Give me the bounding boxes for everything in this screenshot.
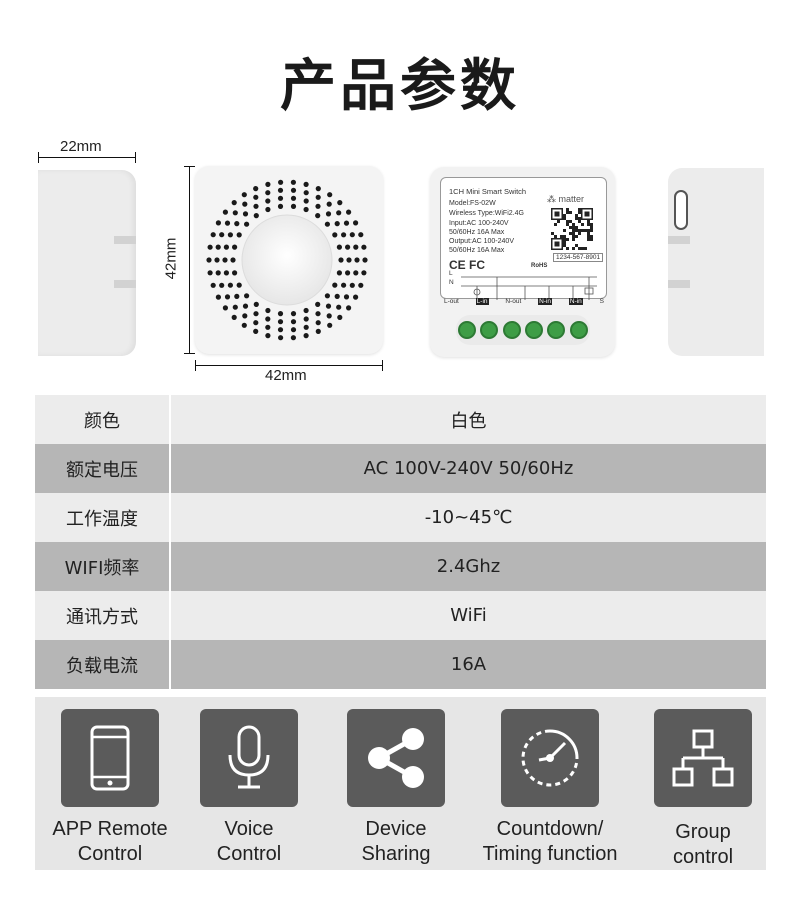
terminal-screw bbox=[525, 321, 544, 339]
product-label: 1CH Mini Smart Switch ⁂ matter Model:FS-… bbox=[440, 177, 607, 300]
label-wire-n: N bbox=[449, 279, 454, 286]
side-notch bbox=[114, 236, 136, 244]
depth-dimension: 22mm bbox=[60, 138, 102, 155]
spec-row: 颜色 白色 bbox=[35, 395, 766, 444]
spec-value: 白色 bbox=[450, 410, 487, 432]
label-product-name: 1CH Mini Smart Switch bbox=[449, 187, 527, 196]
spec-key: 颜色 bbox=[35, 395, 171, 444]
spec-value: 2.4Ghz bbox=[436, 556, 501, 577]
spec-row: 负载电流 16A bbox=[35, 640, 766, 689]
terminal-label: L-in bbox=[475, 298, 489, 305]
feature-label-line2: Sharing bbox=[361, 843, 431, 865]
width-dimension-line bbox=[195, 365, 383, 366]
terminal-block bbox=[456, 315, 590, 345]
feature-label-line2: control bbox=[672, 846, 734, 868]
terminal-screw bbox=[569, 321, 588, 339]
side-notch bbox=[114, 280, 136, 288]
device-side-view-right bbox=[668, 168, 764, 356]
terminal-label: N-in bbox=[568, 298, 583, 305]
label-brand: ⁂ matter bbox=[547, 194, 585, 204]
page-title: 产品参数 bbox=[280, 54, 520, 119]
terminal-label: N-out bbox=[505, 298, 522, 305]
device-side-view-left bbox=[38, 170, 136, 356]
label-wire-l: L bbox=[449, 270, 453, 277]
depth-tick-right bbox=[135, 152, 136, 163]
height-dimension-line bbox=[189, 166, 190, 354]
label-output-rating: 50/60Hz 16A Max bbox=[449, 247, 505, 254]
terminal-screw bbox=[547, 321, 566, 339]
spec-value: AC 100V-240V 50/60Hz bbox=[363, 458, 574, 479]
feature-label-line2: Control bbox=[216, 843, 282, 865]
spec-value: -10~45℃ bbox=[424, 507, 513, 528]
feature-label-line1: APP Remote bbox=[52, 818, 168, 840]
height-tick-top bbox=[184, 166, 195, 167]
terminal-label: N-in bbox=[538, 298, 553, 305]
network-icon bbox=[654, 709, 752, 807]
feature-label-line2: Timing function bbox=[482, 843, 618, 865]
feature-label-line1: Device bbox=[365, 818, 427, 840]
feature-label-line1: Voice bbox=[224, 818, 274, 840]
terminal-screw bbox=[502, 321, 521, 339]
spec-row: 通讯方式 WiFi bbox=[35, 591, 766, 640]
microphone-icon bbox=[200, 709, 298, 807]
spec-key: 通讯方式 bbox=[35, 591, 171, 640]
height-tick-bottom bbox=[184, 353, 195, 354]
feature-label-line1: Countdown/ bbox=[496, 818, 604, 840]
label-model: Model:FS-02W bbox=[449, 200, 496, 207]
spec-key: WIFI频率 bbox=[35, 542, 171, 591]
width-tick-right bbox=[382, 360, 383, 371]
depth-tick-left bbox=[38, 152, 39, 163]
spec-value: WiFi bbox=[450, 605, 487, 626]
feature-group-control: Group control bbox=[628, 709, 778, 870]
phone-icon bbox=[61, 709, 159, 807]
terminal-label: L-out bbox=[444, 298, 459, 305]
device-front-view bbox=[195, 166, 383, 354]
spec-key: 工作温度 bbox=[35, 493, 171, 542]
label-output: Output:AC 100-240V bbox=[449, 238, 514, 245]
spec-key: 额定电压 bbox=[35, 444, 171, 493]
side-notch bbox=[668, 280, 690, 288]
share-icon bbox=[347, 709, 445, 807]
label-input-rating: 50/60Hz 16A Max bbox=[449, 229, 505, 236]
spec-row: WIFI频率 2.4Ghz bbox=[35, 542, 766, 591]
terminal-screw bbox=[480, 321, 499, 339]
depth-dimension-line bbox=[38, 157, 136, 158]
device-back-view: 1CH Mini Smart Switch ⁂ matter Model:FS-… bbox=[430, 167, 615, 357]
side-slot bbox=[674, 190, 688, 230]
terminal-labels: L-out L-in N-out N-in N-in S bbox=[444, 298, 604, 305]
width-tick-left bbox=[195, 360, 196, 371]
feature-label: Group control bbox=[628, 820, 778, 870]
spec-row: 工作温度 -10~45℃ bbox=[35, 493, 766, 542]
terminal-screw bbox=[458, 321, 477, 339]
spec-key: 负载电流 bbox=[35, 640, 171, 689]
feature-countdown-timing: Countdown/Timing function bbox=[475, 709, 625, 867]
timer-icon bbox=[501, 709, 599, 807]
label-brand-text: matter bbox=[558, 194, 585, 204]
spec-table: 颜色 白色 额定电压 AC 100V-240V 50/60Hz 工作温度 -10… bbox=[35, 395, 766, 689]
feature-label: Countdown/Timing function bbox=[475, 817, 625, 867]
height-dimension: 42mm bbox=[162, 237, 180, 280]
spec-value: 16A bbox=[450, 654, 487, 675]
speaker-grille bbox=[206, 179, 368, 341]
label-ce-fc-marks: CE FC bbox=[449, 258, 485, 272]
label-setup-code: 1234-567-8901 bbox=[553, 253, 604, 262]
spec-row: 额定电压 AC 100V-240V 50/60Hz bbox=[35, 444, 766, 493]
terminal-label: S bbox=[599, 298, 604, 305]
label-rohs: RoHS bbox=[531, 263, 548, 269]
qr-code-icon bbox=[551, 208, 593, 250]
label-wireless: Wireless Type:WiFi2.4G bbox=[449, 210, 524, 217]
width-dimension: 42mm bbox=[265, 367, 307, 384]
feature-label-line1: Group bbox=[675, 821, 731, 843]
label-input: Input:AC 100-240V bbox=[449, 220, 509, 227]
feature-label-line2: Control bbox=[77, 843, 143, 865]
side-notch bbox=[668, 236, 690, 244]
wiring-diagram bbox=[461, 276, 597, 300]
